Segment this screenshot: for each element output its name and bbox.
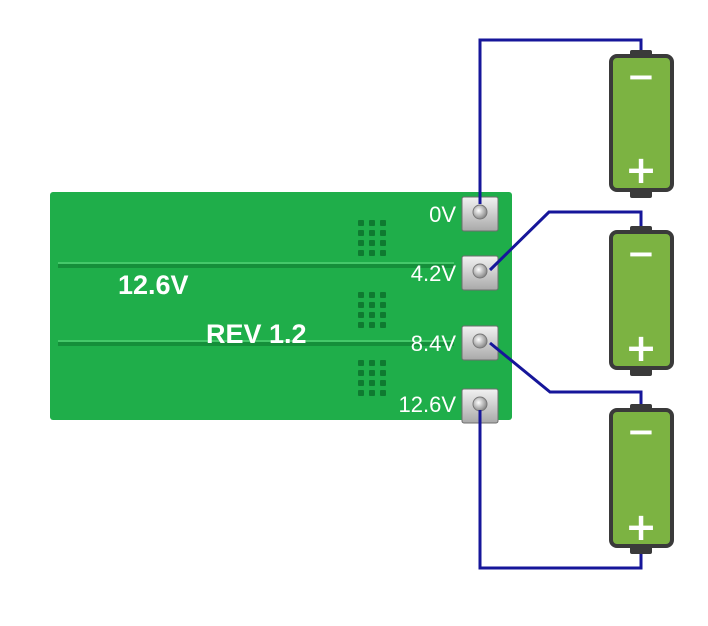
via-dot: [380, 240, 386, 246]
wiring: [478, 38, 643, 570]
via-dot: [369, 292, 375, 298]
via-dot: [380, 292, 386, 298]
via-dot: [380, 322, 386, 328]
via-dot: [358, 292, 364, 298]
solder-pad-4v2: [461, 255, 499, 291]
via-dot: [358, 312, 364, 318]
battery-1: − +: [609, 50, 674, 198]
pcb-strip-divider: [58, 262, 454, 268]
battery-positive-sign: +: [625, 505, 657, 549]
via-dot: [380, 302, 386, 308]
board-voltage-label: 12.6V: [118, 270, 189, 300]
solder-pad-0v: [461, 196, 499, 232]
pcb-strip-highlight: [58, 340, 454, 342]
via-dot: [358, 220, 364, 226]
wire-0v-to-battery1-negative: [478, 38, 643, 204]
pad-label-0v: 0V: [429, 202, 456, 227]
battery-3: − +: [609, 404, 674, 554]
via-dot: [369, 370, 375, 376]
via-dot: [369, 312, 375, 318]
battery-positive-sign: +: [625, 326, 657, 370]
via-dot: [380, 370, 386, 376]
via-dot: [369, 240, 375, 246]
pcb-strip-divider: [58, 340, 454, 346]
via-dot: [369, 220, 375, 226]
pcb-strip-highlight: [58, 262, 454, 264]
via-dot: [358, 250, 364, 256]
via-dot: [358, 390, 364, 396]
via-dot: [369, 360, 375, 366]
via-dot: [369, 302, 375, 308]
via-dot: [358, 380, 364, 386]
via-dot: [358, 322, 364, 328]
via-dot: [369, 250, 375, 256]
via-dot: [380, 360, 386, 366]
battery-terminal: [630, 546, 652, 554]
via-dot: [380, 230, 386, 236]
via-dot: [380, 250, 386, 256]
via-grid-1: [358, 220, 386, 256]
wire-8v4-to-battery-junction-2: [489, 341, 643, 412]
via-dot: [358, 370, 364, 376]
solder-pad-8v4: [461, 325, 499, 361]
battery-terminal: [630, 190, 652, 198]
battery-negative-sign: −: [627, 412, 656, 452]
via-grid-2: [358, 292, 386, 328]
via-dot: [358, 302, 364, 308]
pcb-board: 12.6V REV 1.2 0V 4.2V 8.4V 12.6V: [50, 192, 512, 424]
via-dot: [358, 230, 364, 236]
battery-negative-sign: −: [627, 234, 656, 274]
via-dot: [380, 312, 386, 318]
via-dot: [369, 390, 375, 396]
via-grid-3: [358, 360, 386, 396]
via-dot: [380, 220, 386, 226]
via-dot: [380, 380, 386, 386]
wire-12v6-to-battery3-positive: [478, 410, 643, 570]
via-dot: [358, 240, 364, 246]
wire-4v2-to-battery-junction-1: [488, 210, 643, 272]
via-dot: [369, 380, 375, 386]
via-dot: [380, 390, 386, 396]
battery-negative-sign: −: [627, 57, 656, 97]
via-dot: [358, 360, 364, 366]
solder-pad-12v6: [461, 388, 499, 424]
battery-terminal: [630, 368, 652, 376]
via-dot: [369, 322, 375, 328]
board-revision-label: REV 1.2: [206, 319, 307, 349]
via-dot: [369, 230, 375, 236]
pcb-substrate: [50, 192, 512, 420]
battery-2: − +: [609, 226, 674, 376]
pad-label-8v4: 8.4V: [411, 331, 457, 356]
pad-label-12v6: 12.6V: [399, 392, 457, 417]
battery-positive-sign: +: [625, 148, 657, 192]
pad-label-4v2: 4.2V: [411, 261, 457, 286]
